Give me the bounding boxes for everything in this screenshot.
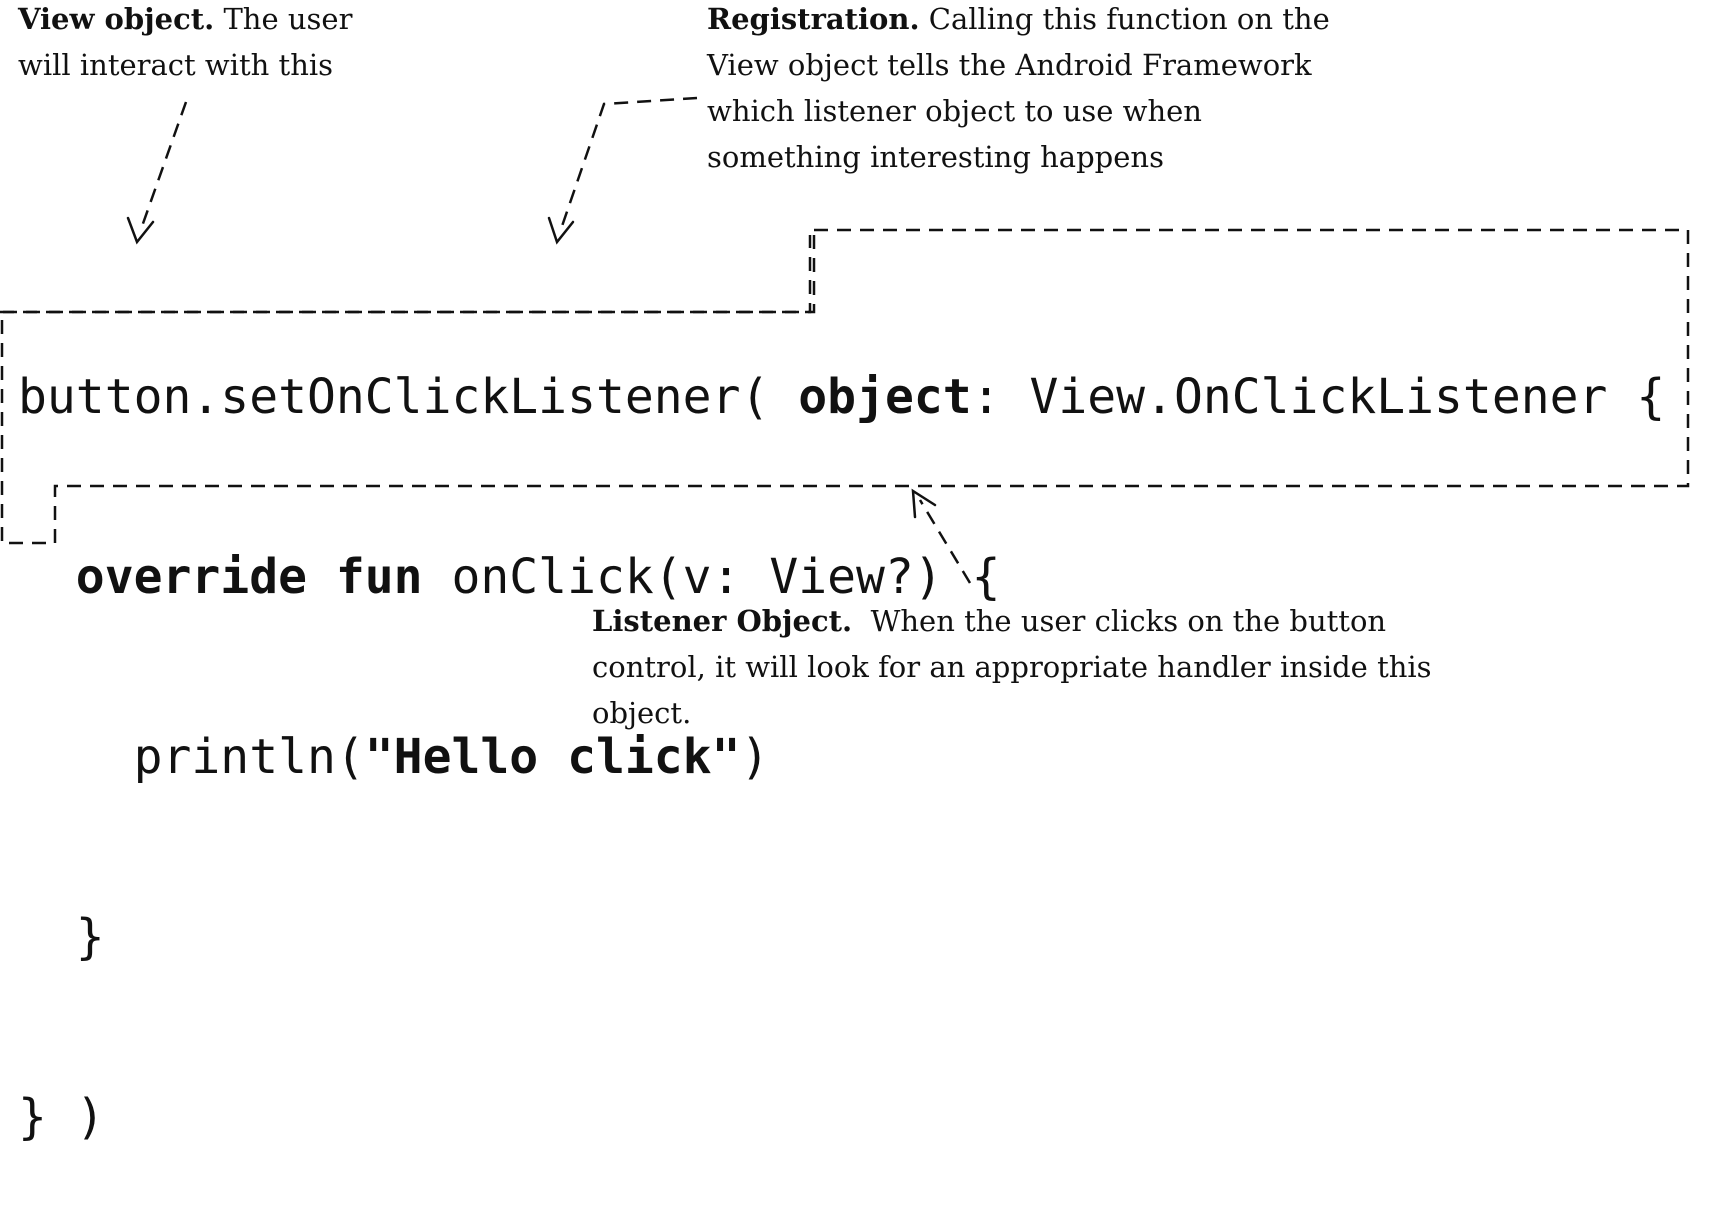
view-object-line-2: will interact with this	[18, 48, 334, 82]
listener-object-line-3: object.	[592, 696, 692, 730]
code-line-4: }	[18, 907, 1665, 967]
registration-label: Registration.	[707, 2, 920, 36]
code-line-2: override fun onClick(v: View?) {	[18, 547, 1665, 607]
registration-line-2: View object tells the Android Framework	[707, 48, 1312, 82]
listener-object-outline	[0, 228, 1690, 545]
object-keyword: object	[798, 369, 972, 425]
code-line-1: button.setOnClickListener( object: View.…	[18, 367, 1665, 427]
override-keywords: override fun	[75, 549, 423, 605]
view-object-text-1: The user	[223, 2, 353, 36]
object-close-brace: }	[18, 1089, 47, 1145]
println-close: )	[740, 729, 770, 785]
registration-line-3: which listener object to use when	[707, 94, 1202, 128]
registration-text-1: Calling this function on the	[928, 2, 1330, 36]
onclick-close-brace: }	[75, 909, 105, 965]
listener-object-annotation: Listener Object. When the user clicks on…	[592, 598, 1432, 736]
view-object-arrowhead	[126, 216, 155, 245]
listener-object-arrowhead	[911, 488, 937, 519]
object-open-brace: {	[1636, 369, 1666, 425]
hello-click-string: "Hello click"	[364, 729, 741, 785]
view-object-line-1: View object. The user	[18, 0, 352, 42]
code-line-5: } )	[18, 1087, 1665, 1147]
listener-object-line-2: control, it will look for an appropriate…	[592, 650, 1432, 684]
registration-call-outline	[0, 235, 812, 314]
println-call: println(	[133, 729, 365, 785]
listener-type: : View.OnClickListener	[971, 369, 1608, 425]
registration-line-1: Registration. Calling this function on t…	[707, 0, 1330, 42]
onclick-signature: onClick(v: View?) {	[422, 549, 1001, 605]
registration-arrow-line	[558, 96, 698, 233]
registration-line-4: something interesting happens	[707, 140, 1164, 174]
registration-arrowhead	[547, 216, 575, 245]
listener-object-text-1: When the user clicks on the button	[870, 604, 1387, 638]
view-object-label: View object.	[18, 2, 215, 36]
view-object-arrow-line	[138, 101, 188, 233]
code-line-3: println("Hello click")	[18, 727, 1665, 787]
registration-annotation: Registration. Calling this function on t…	[707, 0, 1330, 180]
listener-object-label: Listener Object.	[592, 604, 853, 638]
set-listener-call: button.setOnClickListener(	[18, 369, 770, 425]
listener-object-line-1: Listener Object. When the user clicks on…	[592, 598, 1432, 644]
view-object-annotation: View object. The user will interact with…	[18, 0, 352, 88]
listener-object-arrow-line	[918, 499, 972, 584]
diagram-overlay	[0, 96, 1690, 584]
call-close-paren: )	[75, 1089, 105, 1145]
